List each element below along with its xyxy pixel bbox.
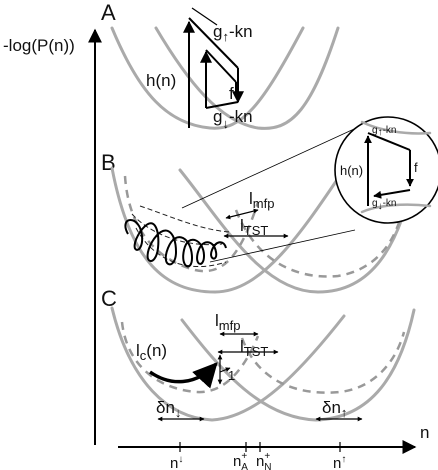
panel-b-right-well — [178, 168, 417, 294]
panel-b-spring-trajectory — [124, 219, 227, 268]
x-tick-n-down: n↓ — [170, 454, 183, 470]
panel-b-left-well — [110, 166, 347, 294]
panel-b-l-tst-label: lTST — [240, 216, 268, 238]
svg-text:n↓: n↓ — [170, 454, 183, 470]
x-axis — [118, 440, 417, 454]
svg-text:lTST: lTST — [240, 337, 268, 359]
panel-c-left-well — [110, 306, 346, 422]
x-axis-label: n — [420, 423, 429, 442]
inset-g-up-label: g↑-kn — [372, 125, 396, 138]
panel-c-l-tst-label: lTST — [240, 337, 268, 359]
panel-c-lc-arrow — [148, 362, 218, 389]
panel-c-l-mfp-label: lmfp — [215, 311, 240, 333]
svg-text:g↑-kn: g↑-kn — [372, 125, 396, 138]
panel-c-l-c-label: lc(n) — [136, 341, 167, 363]
svg-text:δn↓: δn↓ — [156, 398, 181, 420]
inset-f-label: f — [414, 160, 418, 175]
x-tick-n-a: n+A — [233, 451, 248, 470]
panel-b-left-dashed — [123, 175, 260, 273]
y-axis-label: -log(P(n)) — [3, 36, 75, 55]
inset-leader-lines — [181, 123, 366, 263]
svg-text:n+N: n+N — [256, 451, 271, 470]
panel-a-left-well — [110, 26, 305, 130]
inset-h-label: h(n) — [340, 163, 363, 178]
svg-text:lmfp: lmfp — [215, 311, 240, 333]
svg-text:lc(n): lc(n) — [136, 341, 167, 363]
panel-c-delta-n-down-label: δn↓ — [156, 398, 181, 420]
svg-text:δn↑: δn↑ — [322, 398, 347, 420]
svg-text:g↓-kn: g↓-kn — [213, 107, 253, 131]
panel-a-right-well — [154, 26, 340, 130]
panel-c-one-label: 1 — [228, 368, 235, 383]
panel-b-l-mfp-label: lmfp — [249, 189, 274, 211]
inset-zoom — [334, 116, 438, 224]
svg-text:lmfp: lmfp — [249, 189, 274, 211]
panel-a-h-label: h(n) — [146, 71, 176, 90]
panel-letter-a: A — [101, 0, 116, 25]
panel-a-g-up-label: g↑-kn — [213, 22, 253, 44]
svg-text:g↑-kn: g↑-kn — [213, 22, 253, 44]
x-tick-n-n: n+N — [256, 451, 271, 470]
panel-a-cycle — [183, 17, 244, 128]
panel-c-left-dashed — [120, 321, 260, 394]
panel-c-right-dashed — [240, 331, 406, 394]
svg-text:n↑: n↑ — [333, 454, 346, 470]
panel-a-f-label: f — [229, 84, 234, 103]
svg-text:g↓-kn: g↓-kn — [372, 198, 396, 212]
panel-letter-c: C — [101, 286, 117, 311]
x-tick-n-up: n↑ — [333, 454, 346, 470]
svg-text:lTST: lTST — [240, 216, 268, 238]
panel-b-mfp-arrow — [225, 208, 259, 220]
inset-g-down-label: g↓-kn — [372, 198, 396, 212]
panel-a-g-down-label: g↓-kn — [213, 107, 253, 131]
svg-text:n+A: n+A — [233, 451, 248, 470]
panel-b-right-dashed — [234, 197, 407, 278]
panel-c-small-arrows — [217, 354, 231, 385]
panel-c-delta-n-up-label: δn↑ — [322, 398, 347, 420]
